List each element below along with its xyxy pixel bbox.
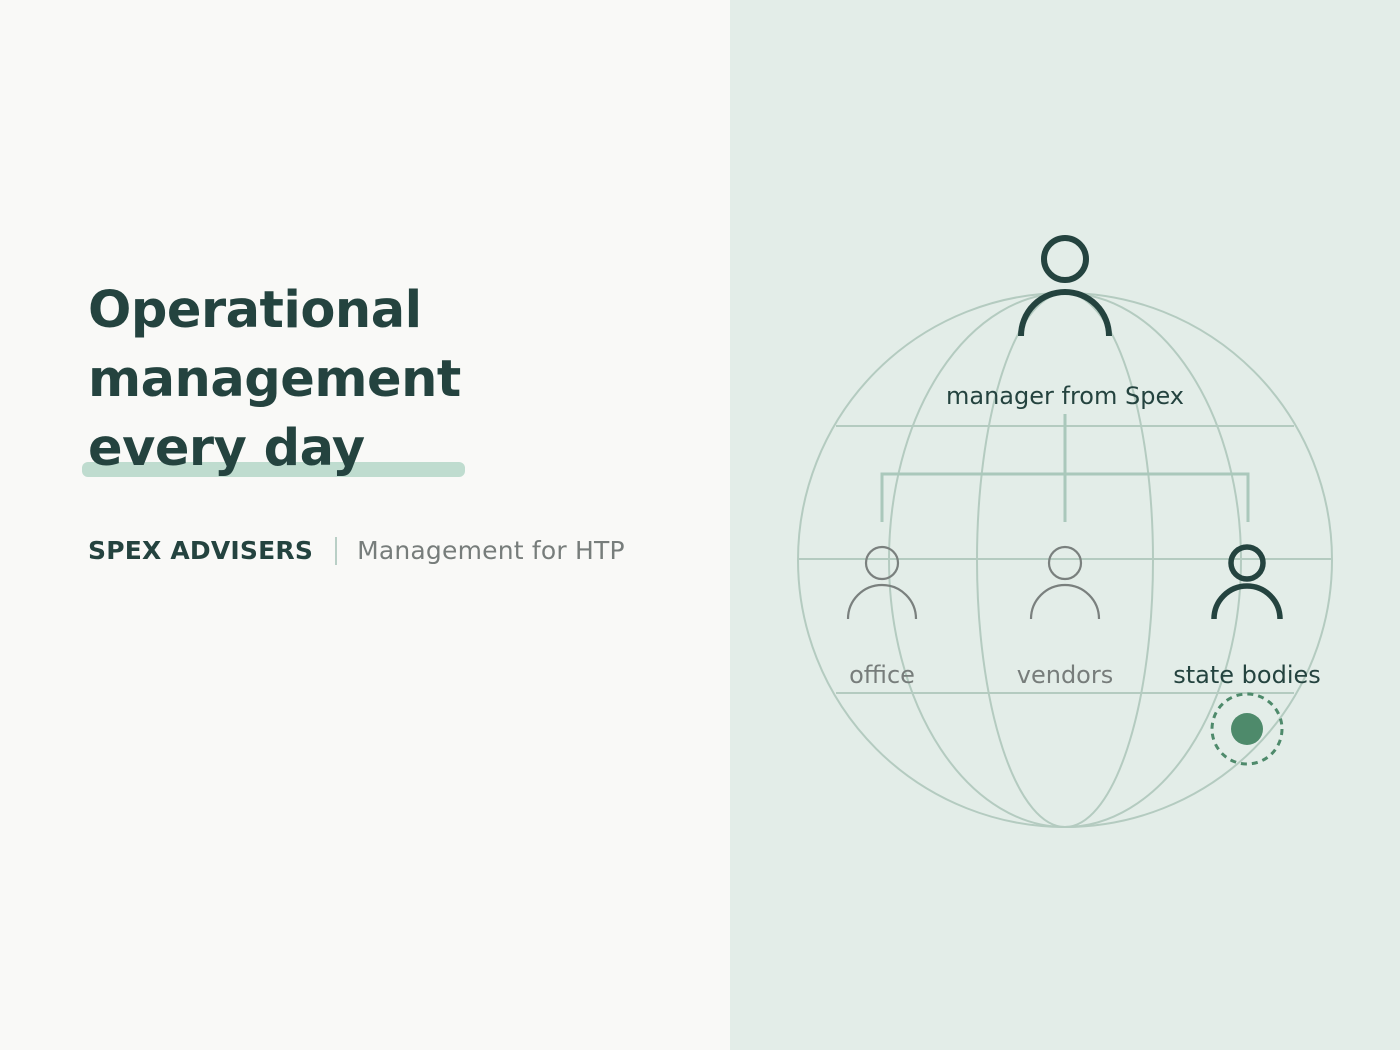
- globe-icon: [797, 292, 1333, 828]
- headline-line-2: management: [88, 350, 461, 409]
- subtitle: Management for HTP: [357, 536, 625, 565]
- org-globe-diagram: manager from Spex office vendors state b…: [797, 235, 1333, 828]
- node-label-office: office: [849, 661, 915, 689]
- left-panel: Operational management every day SPEX AD…: [82, 276, 625, 565]
- vendors-person-icon: [1029, 545, 1101, 620]
- connector-lines: [880, 414, 1250, 522]
- headline: Operational management every day: [82, 276, 465, 483]
- location-marker-icon: [1210, 692, 1284, 766]
- manager-label: manager from Spex: [946, 382, 1184, 410]
- right-panel: manager from Spex office vendors state b…: [730, 0, 1400, 1050]
- node-label-vendors: vendors: [1017, 661, 1113, 689]
- state-bodies-person-icon: [1211, 544, 1283, 620]
- manager-icon: [1018, 235, 1112, 337]
- byline: SPEX ADVISERS Management for HTP: [88, 536, 625, 565]
- headline-highlight-bar: [82, 462, 465, 477]
- byline-divider: [335, 536, 338, 565]
- headline-line-3-highlighted: every day: [82, 414, 465, 483]
- headline-line-1: Operational: [88, 281, 422, 340]
- node-label-state-bodies: state bodies: [1173, 661, 1321, 689]
- office-person-icon: [846, 545, 918, 620]
- connector-branch: [880, 472, 1250, 522]
- headline-line-3: every day: [88, 419, 365, 478]
- brand-name: SPEX ADVISERS: [88, 536, 314, 565]
